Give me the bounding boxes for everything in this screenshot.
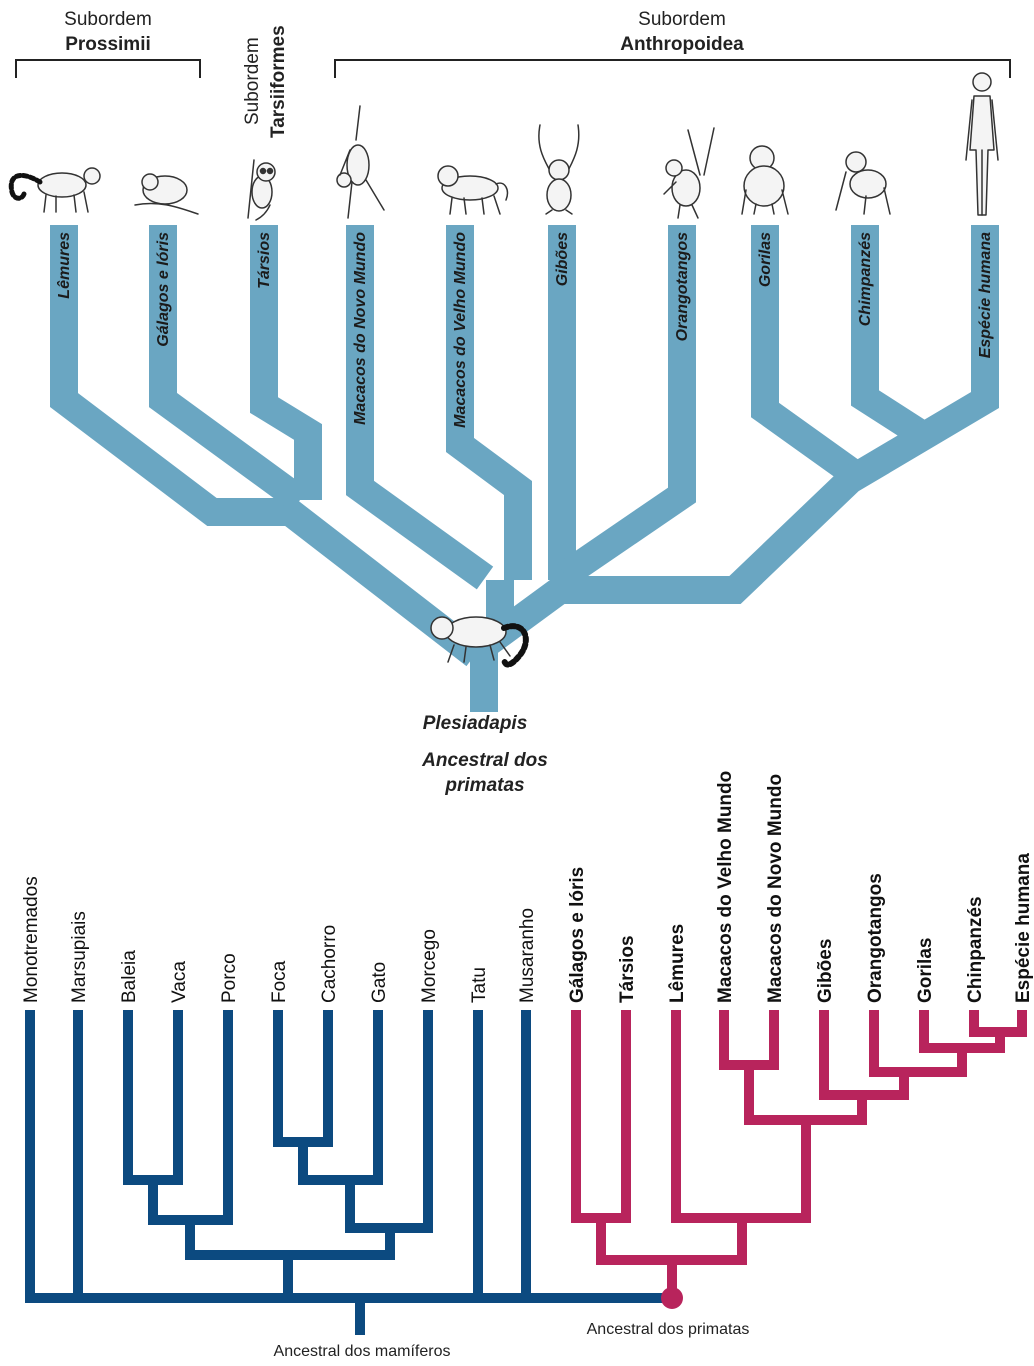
new-world-monkey-illustration — [336, 105, 385, 219]
primate-ancestor-label: Ancestral dos primatas — [587, 1321, 750, 1338]
galago-branch — [149, 225, 309, 512]
mammal-ancestor-label: Ancestral dos mamíferos — [274, 1343, 451, 1360]
suborder-name: Anthropoidea — [620, 34, 744, 55]
mammal-leaf-label: Musaranho — [517, 908, 538, 1003]
bottom-leaf-labels: Monotremados Marsupiais Baleia Vaca Porco Foc… — [21, 771, 1034, 1003]
top-branch-label: Gorilas — [757, 232, 774, 287]
plesiadapis-illustration — [430, 616, 529, 668]
primate-leaf-label: Macacos do Velho Mundo — [715, 771, 736, 1003]
gorilla-illustration — [741, 145, 789, 215]
clade-galagos-tarsios — [571, 1010, 631, 1223]
clade-with-morcego — [345, 1010, 433, 1233]
orangutan-illustration — [663, 127, 715, 219]
suborder-prefix: Subordem — [64, 9, 152, 30]
top-branch-labels: Lêmures Gálagos e lóris Társios Macacos do … — [56, 232, 994, 428]
primate-leaf-label: Gibões — [815, 939, 836, 1003]
top-branch-label: Gibões — [554, 232, 571, 286]
primate-leaf-label: Lêmures — [667, 924, 688, 1003]
ancestor-genus-label: Plesiadapis — [423, 713, 528, 734]
suborder-prefix: Subordem — [638, 9, 726, 30]
top-branch-label: Chimpanzés — [857, 232, 874, 326]
human-illustration — [965, 72, 999, 216]
ancestor-label-line1: Ancestral dos — [421, 750, 548, 771]
mammal-leaf-label: Monotremados — [21, 876, 42, 1003]
top-branch-label: Espécie humana — [977, 232, 994, 358]
clade-with-gato — [298, 1010, 383, 1185]
orangutan-branch — [557, 225, 696, 587]
new-world-monkey-branch — [346, 225, 494, 590]
chimpanzee-branch — [851, 225, 926, 444]
old-world-monkey-branch — [446, 225, 532, 580]
top-branch-label: Macacos do Velho Mundo — [452, 232, 469, 428]
ancestor-label-line2: primatas — [444, 775, 524, 796]
tarsier-branch — [250, 225, 322, 500]
suborder-prefix: Subordem — [242, 37, 263, 125]
top-branch-label: Lêmures — [56, 232, 73, 299]
lemur-illustration — [8, 167, 101, 213]
top-branch-label: Macacos do Novo Mundo — [352, 232, 369, 425]
clade-orangotangos — [869, 1010, 967, 1077]
clade-with-porco — [148, 1010, 233, 1225]
primate-cladogram — [571, 1010, 1027, 1309]
suborder-tarsiiformes: Subordem Tarsiiformes — [242, 25, 289, 138]
primate-leaf-label: Macacos do Novo Mundo — [765, 774, 786, 1003]
primate-leaf-label: Gálagos e lóris — [567, 867, 588, 1003]
human-branch — [476, 225, 999, 657]
clade-giboes — [819, 1010, 909, 1100]
mammal-backbone — [25, 1010, 675, 1303]
galago-illustration — [134, 173, 199, 215]
gibbon-illustration — [538, 124, 580, 215]
mammal-leaf-label: Vaca — [169, 961, 190, 1003]
mammal-leaf-label: Porco — [219, 953, 240, 1003]
clade-primates — [596, 1213, 747, 1265]
primate-leaf-label: Társios — [617, 935, 638, 1003]
suborder-name: Tarsiiformes — [268, 25, 289, 138]
top-tree-branches — [50, 225, 999, 712]
old-world-monkey-illustration — [437, 165, 509, 215]
suborder-anthropoidea: Subordem Anthropoidea — [334, 9, 1011, 78]
mammal-leaf-label: Foca — [269, 960, 290, 1003]
primate-leaf-label: Chinpanzés — [965, 896, 986, 1003]
mammal-leaf-label: Tatu — [469, 967, 490, 1003]
mammal-leaf-label: Morcego — [419, 929, 440, 1003]
gorilla-branch — [751, 225, 869, 490]
mammal-cladogram — [25, 1010, 675, 1335]
mammal-leaf-label: Cachorro — [319, 925, 340, 1003]
top-branch-label: Orangotangos — [674, 232, 691, 341]
primate-ancestor-node — [661, 1287, 683, 1309]
primate-leaf-label: Orangotangos — [865, 873, 886, 1003]
lemur-branch — [50, 225, 484, 667]
top-branch-label: Társios — [256, 232, 273, 289]
tarsier-illustration — [247, 159, 276, 221]
mammal-leaf-label: Gato — [369, 962, 390, 1003]
suborder-prosimii: Subordem Prossimii — [15, 9, 201, 78]
mammal-leaf-label: Marsupiais — [69, 911, 90, 1003]
clade-foca-cachorro — [273, 1010, 333, 1147]
clade-chimp-human — [969, 1010, 1027, 1037]
chimpanzee-illustration — [835, 151, 891, 215]
primate-leaf-label: Gorilas — [915, 938, 936, 1003]
primate-leaf-label: Espécie humana — [1013, 853, 1034, 1003]
mammal-leaf-label: Baleia — [119, 950, 140, 1003]
top-branch-label: Gálagos e lóris — [155, 232, 172, 347]
clade-baleia-vaca — [123, 1010, 183, 1185]
suborder-name: Prossimii — [65, 34, 151, 55]
clade-old-new-world — [719, 1010, 779, 1070]
